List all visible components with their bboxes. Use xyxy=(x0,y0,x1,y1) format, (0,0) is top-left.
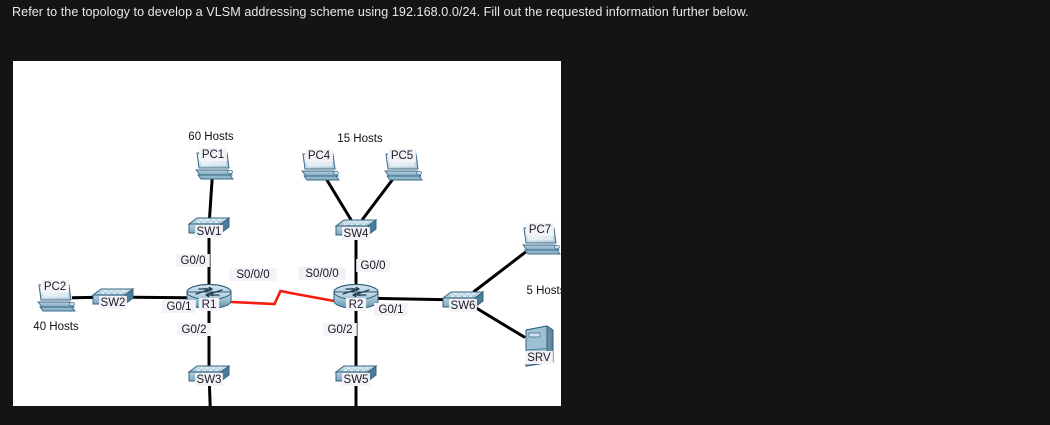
device-label-pc5: PC5 xyxy=(391,150,413,162)
topology-svg: PC1PC2PC3PC4PC5PC6PC7SRVSW1SW2SW3SW4SW5S… xyxy=(33,131,562,406)
host-count-label-hosts-15: 15 Hosts xyxy=(337,133,383,145)
iface-label-bg-r2-g00 xyxy=(356,259,390,272)
host-count-label-hosts-40: 40 Hosts xyxy=(33,321,79,333)
device-label-r1: R1 xyxy=(202,299,217,311)
iface-label-bg-r2-g02 xyxy=(323,323,357,336)
device-label-bg-sw3 xyxy=(195,373,223,386)
device-label-srv: SRV xyxy=(527,352,551,364)
topology-diagram-panel: PC1PC2PC3PC4PC5PC6PC7SRVSW1SW2SW3SW4SW5S… xyxy=(13,61,561,406)
link-pc1-sw1 xyxy=(208,176,214,219)
device-r2-router-icon[interactable] xyxy=(333,284,379,309)
device-label-bg-sw1 xyxy=(195,225,223,238)
link-sw6-pc7 xyxy=(472,250,527,294)
link-sw2-r1 xyxy=(132,295,188,300)
link-r1-r2 xyxy=(230,289,335,306)
iface-label-bg-r1-g01 xyxy=(162,300,196,313)
interface-label-r1-g01: G0/1 xyxy=(167,301,192,313)
device-label-bg-pc1 xyxy=(199,148,227,161)
device-label-sw2: SW2 xyxy=(101,297,126,309)
instruction-text: Refer to the topology to develop a VLSM … xyxy=(12,5,749,19)
device-label-sw3: SW3 xyxy=(197,374,222,386)
device-label-bg-pc5 xyxy=(388,149,416,162)
interface-label-r1-g00: G0/0 xyxy=(181,255,206,267)
interface-label-r1-g02: G0/2 xyxy=(182,324,207,336)
device-label-bg-sw4 xyxy=(342,227,370,240)
links-layer xyxy=(71,176,527,406)
device-label-pc4: PC4 xyxy=(308,150,331,162)
device-label-r2: R2 xyxy=(349,299,364,311)
host-count-label-hosts-5: 5 Hosts xyxy=(527,285,562,297)
device-label-sw5: SW5 xyxy=(344,374,369,386)
device-label-bg-r1 xyxy=(198,298,220,311)
interface-label-r2-s000: S0/0/0 xyxy=(305,268,338,280)
interface-label-r1-s000: S0/0/0 xyxy=(236,269,269,281)
interface-label-r2-g01: G0/1 xyxy=(379,304,404,316)
interface-labels-layer: G0/0G0/1G0/2 S0/0/0 S0/0/0 G0/0G0/1G0/2 xyxy=(162,254,408,336)
iface-label-bg-r2-g01 xyxy=(374,303,408,316)
link-sw6-srv xyxy=(475,306,526,339)
device-label-bg-pc2 xyxy=(41,280,69,293)
device-label-sw6: SW6 xyxy=(451,300,476,312)
iface-label-bg-r2-s000 xyxy=(298,267,346,280)
device-label-bg-sw2 xyxy=(99,296,127,309)
iface-label-bg-r1-g02 xyxy=(177,323,211,336)
iface-label-bg-r1-g00 xyxy=(176,254,210,267)
device-label-pc7: PC7 xyxy=(529,224,551,236)
interface-label-r2-g00: G0/0 xyxy=(361,260,386,272)
device-label-bg-srv xyxy=(525,351,553,364)
device-label-bg-pc4 xyxy=(305,149,333,162)
interface-label-r2-g02: G0/2 xyxy=(328,324,353,336)
device-label-bg-r2 xyxy=(345,298,367,311)
device-label-sw4: SW4 xyxy=(344,228,370,240)
link-pc4-sw4 xyxy=(324,177,353,221)
link-sw3-pc3 xyxy=(207,381,212,406)
host-count-label-hosts-60: 60 Hosts xyxy=(188,131,234,143)
device-label-sw1: SW1 xyxy=(197,226,222,238)
link-pc5-sw4 xyxy=(360,177,395,221)
device-label-bg-pc7 xyxy=(526,223,554,236)
link-r2-sw6 xyxy=(377,296,444,302)
device-label-pc2: PC2 xyxy=(44,281,66,293)
iface-label-bg-r1-s000 xyxy=(229,268,277,281)
device-label-bg-sw5 xyxy=(342,373,370,386)
device-label-pc1: PC1 xyxy=(202,149,224,161)
device-label-bg-sw6 xyxy=(449,299,477,312)
devices-layer: PC1PC2PC3PC4PC5PC6PC7SRVSW1SW2SW3SW4SW5S… xyxy=(37,148,561,386)
